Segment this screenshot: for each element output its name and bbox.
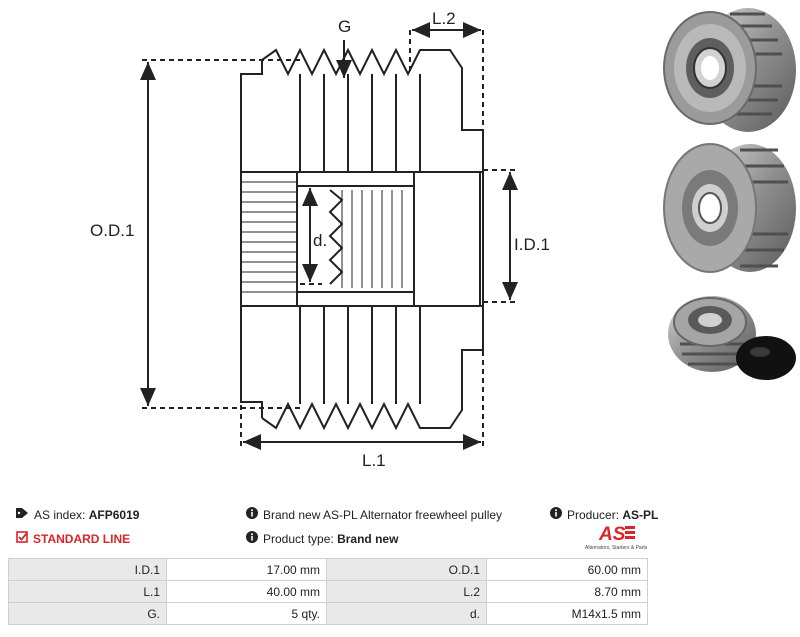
spec-label: L.1 [8, 580, 167, 603]
as-index-label: AS index: [34, 508, 86, 522]
spec-label: L.2 [326, 580, 487, 603]
spec-label: O.D.1 [326, 558, 487, 581]
product-photo-with-cap [668, 296, 796, 380]
product-photo-rear [663, 143, 796, 273]
table-row: L.1 40.00 mm L.2 8.70 mm [8, 580, 648, 603]
standard-line-label: STANDARD LINE [33, 532, 131, 546]
spec-label: G. [8, 602, 167, 625]
product-type: Product type: Brand new [246, 531, 398, 546]
standard-line: STANDARD LINE [16, 531, 130, 546]
as-index-value: AFP6019 [88, 508, 140, 522]
svg-text:AS: AS [598, 524, 626, 545]
dim-label-d: d. [313, 231, 327, 250]
spline-hatch [241, 181, 403, 293]
description-text: Brand new AS-PL Alternator freewheel pul… [263, 508, 503, 522]
tag-icon [16, 507, 29, 522]
producer-label: Producer: [567, 508, 620, 522]
table-row: I.D.1 17.00 mm O.D.1 60.00 mm [8, 558, 648, 581]
spec-value: 40.00 mm [166, 580, 327, 603]
dim-label-id1: I.D.1 [514, 235, 550, 254]
producer-value: AS-PL [622, 508, 659, 522]
spec-value: 8.70 mm [486, 580, 648, 603]
spec-label: d. [326, 602, 487, 625]
spec-value: 17.00 mm [166, 558, 327, 581]
spec-table: I.D.1 17.00 mm O.D.1 60.00 mm L.1 40.00 … [8, 558, 648, 625]
product-type-label: Product type: [263, 532, 334, 546]
dim-label-g: G [338, 17, 351, 36]
as-pl-logo: AS Alternators, Starters & Parts [585, 522, 651, 552]
info-icon [246, 507, 258, 522]
spec-value: M14x1.5 mm [486, 602, 648, 625]
dimension-arrows [140, 22, 518, 450]
as-index: AS index: AFP6019 [16, 507, 139, 522]
description: Brand new AS-PL Alternator freewheel pul… [246, 507, 502, 522]
checkbox-checked-icon [16, 531, 28, 546]
product-type-value: Brand new [337, 532, 399, 546]
dim-label-l2: L.2 [432, 9, 456, 28]
pulley-technical-drawing: G L.2 O.D.1 I.D.1 d. L.1 [90, 9, 550, 470]
info-icon [550, 507, 562, 522]
info-icon [246, 531, 258, 546]
dim-label-od1: O.D.1 [90, 221, 134, 240]
extension-lines [142, 30, 518, 448]
spec-value: 60.00 mm [486, 558, 648, 581]
spec-label: I.D.1 [8, 558, 167, 581]
product-photo-front [663, 8, 796, 132]
pulley-outline [240, 47, 484, 431]
svg-text:Alternators, Starters & Parts: Alternators, Starters & Parts [585, 545, 648, 551]
spec-value: 5 qty. [166, 602, 327, 625]
table-row: G. 5 qty. d. M14x1.5 mm [8, 602, 648, 625]
dim-label-l1: L.1 [362, 451, 386, 470]
producer: Producer: AS-PL [550, 507, 658, 522]
